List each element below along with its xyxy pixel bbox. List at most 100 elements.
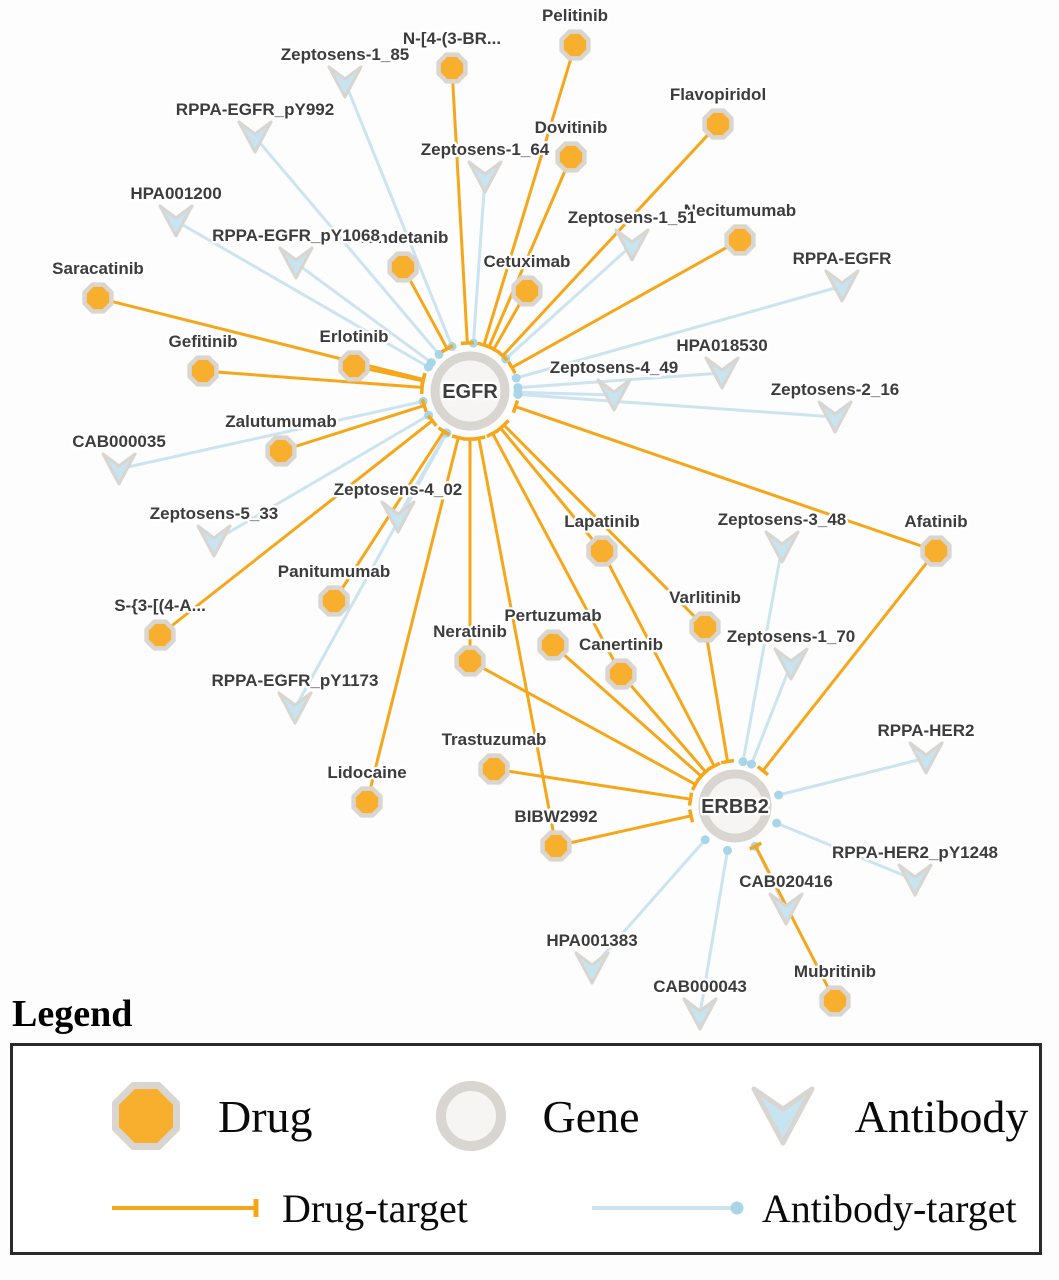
drug-target-edge xyxy=(493,767,691,801)
antibody-node-zeptosens-4_49[interactable] xyxy=(596,378,632,412)
antibody-node-rppa-egfr[interactable] xyxy=(824,269,860,303)
drug-target-edge xyxy=(754,845,837,1002)
tee-marker xyxy=(687,809,695,823)
antibody-target-edge xyxy=(590,838,707,969)
antibody-node-cab000035[interactable] xyxy=(101,452,137,486)
gene-node-erbb2[interactable] xyxy=(698,769,772,843)
node-label-gefitinib: Gefitinib xyxy=(169,332,238,351)
antibody-target-edge xyxy=(698,850,729,1015)
node-label-zeptosens-4_02: Zeptosens-4_02 xyxy=(334,480,463,499)
antibody-node-zeptosens-1_85[interactable] xyxy=(327,65,363,99)
antibody-target-edge xyxy=(517,392,836,419)
antibody-node-hpa001383[interactable] xyxy=(574,951,610,985)
antibody-node-rppa-egfr_py1173[interactable] xyxy=(277,691,313,725)
node-label-rppa-her2_py1248: RPPA-HER2_pY1248 xyxy=(832,843,998,862)
node-label-dovitinib: Dovitinib xyxy=(535,118,608,137)
drug-target-edge xyxy=(502,423,707,629)
drug-node-neratinib[interactable] xyxy=(454,645,486,677)
legend-label-drug-target: Drug-target xyxy=(282,1185,468,1231)
tee-marker xyxy=(460,340,474,346)
node-label-zeptosens-4_49: Zeptosens-4_49 xyxy=(550,358,679,377)
drug-node-trastuzumab[interactable] xyxy=(478,753,510,785)
node-label-vandetanib: Vandetanib xyxy=(358,228,449,247)
antibody-target-edge xyxy=(750,663,793,765)
drug-node-canertinib[interactable] xyxy=(605,658,637,690)
node-label-saracatinib: Saracatinib xyxy=(52,259,144,278)
antibody-node-zeptosens-1_70[interactable] xyxy=(773,647,809,681)
drug-target-edge xyxy=(552,643,703,778)
node-label-zeptosens-1_70: Zeptosens-1_70 xyxy=(727,627,856,646)
antibody-node-hpa001200[interactable] xyxy=(158,204,194,238)
drug-node-vandetanib[interactable] xyxy=(387,251,419,283)
drug-target-edge xyxy=(491,432,623,675)
node-label-afatinib: Afatinib xyxy=(904,512,967,531)
node-label-zalutumumab: Zalutumumab xyxy=(225,412,336,431)
antibody-node-zeptosens-1_51[interactable] xyxy=(614,228,650,262)
drug-target-edge-icon xyxy=(112,1199,259,1217)
gene-node-egfr[interactable] xyxy=(430,351,510,431)
drug-node-saracatinib[interactable] xyxy=(82,282,114,314)
antibody-node-rppa-her2[interactable] xyxy=(908,741,944,775)
tee-marker xyxy=(440,344,454,354)
drug-node-s-3-4-a[interactable] xyxy=(144,619,176,651)
drug-node-lapatinib[interactable] xyxy=(586,535,618,567)
antibody-node-zeptosens-4_02[interactable] xyxy=(380,500,416,534)
tee-marker xyxy=(695,770,707,783)
node-label-necitumumab: Necitumumab xyxy=(684,201,796,220)
drug-node-varlitinib[interactable] xyxy=(689,611,721,643)
antibody-node-rppa-her2_py1248[interactable] xyxy=(897,863,933,897)
node-label-rppa-egfr_py1068: RPPA-EGFR_pY1068 xyxy=(212,226,380,245)
antibody-node-hpa018530[interactable] xyxy=(704,356,740,390)
legend-item-gene: Gene xyxy=(433,1078,640,1154)
node-label-canertinib: Canertinib xyxy=(579,635,663,654)
drug-target-edge xyxy=(487,156,573,348)
antibody-target-edge xyxy=(253,136,441,356)
drug-node-pertuzumab[interactable] xyxy=(537,629,569,661)
node-label-erlotinib: Erlotinib xyxy=(320,327,389,346)
drug-node-gefitinib[interactable] xyxy=(187,355,219,387)
tee-marker xyxy=(451,434,466,441)
antibody-target-edge xyxy=(471,176,487,344)
antibody-node-cab000043[interactable] xyxy=(682,997,718,1031)
drug-node-afatinib[interactable] xyxy=(920,535,952,567)
antibody-node-zeptosens-3_48[interactable] xyxy=(764,530,800,564)
antibody-node-rppa-egfr_py992[interactable] xyxy=(237,120,273,154)
antibody-node-cab020416[interactable] xyxy=(768,892,804,926)
drug-node-panitumumab[interactable] xyxy=(318,585,350,617)
drug-node-mubritinib[interactable] xyxy=(819,985,851,1017)
antibody-node-zeptosens-5_33[interactable] xyxy=(196,524,232,558)
drug-node-erlotinib[interactable] xyxy=(338,350,370,382)
legend-item-drug-target: Drug-target xyxy=(108,1185,468,1232)
legend-item-drug: Drug xyxy=(108,1078,313,1154)
antibody-target-edge xyxy=(343,81,454,348)
drug-target-edge xyxy=(202,369,423,389)
drug-node-bibw2992[interactable] xyxy=(540,830,572,862)
antibody-node-zeptosens-2_16[interactable] xyxy=(817,400,853,434)
antibody-node-rppa-egfr_py1068[interactable] xyxy=(278,246,314,280)
drug-target-edge xyxy=(501,122,720,357)
drug-node-cetuximab[interactable] xyxy=(511,275,543,307)
drug-target-edge xyxy=(761,550,938,772)
legend-label-antibody-target: Antibody-target xyxy=(761,1185,1017,1231)
antibody-target-edge xyxy=(778,756,927,797)
node-label-lapatinib: Lapatinib xyxy=(564,512,640,531)
drug-node-lidocaine[interactable] xyxy=(351,786,383,818)
drug-target-edge xyxy=(511,238,741,369)
drug-node-zalutumumab[interactable] xyxy=(265,435,297,467)
drug-target-edge xyxy=(450,67,469,344)
dot-marker xyxy=(511,373,521,383)
node-label-cab000043: CAB000043 xyxy=(653,977,747,996)
tee-marker xyxy=(749,841,763,851)
antibody-target-edge xyxy=(776,821,916,882)
drug-node-flavopiridol[interactable] xyxy=(702,108,734,140)
node-label-rppa-egfr: RPPA-EGFR xyxy=(793,249,892,268)
tee-marker xyxy=(756,765,770,777)
drug-node-dovitinib[interactable] xyxy=(555,141,587,173)
drug-node-pelitinib[interactable] xyxy=(559,29,591,61)
antibody-node-zeptosens-1_64[interactable] xyxy=(467,160,503,194)
node-label-pelitinib: Pelitinib xyxy=(542,6,608,25)
drug-node-necitumumab[interactable] xyxy=(724,224,756,256)
tee-marker xyxy=(487,344,501,355)
drug-node-n-4-3-br[interactable] xyxy=(436,52,468,84)
